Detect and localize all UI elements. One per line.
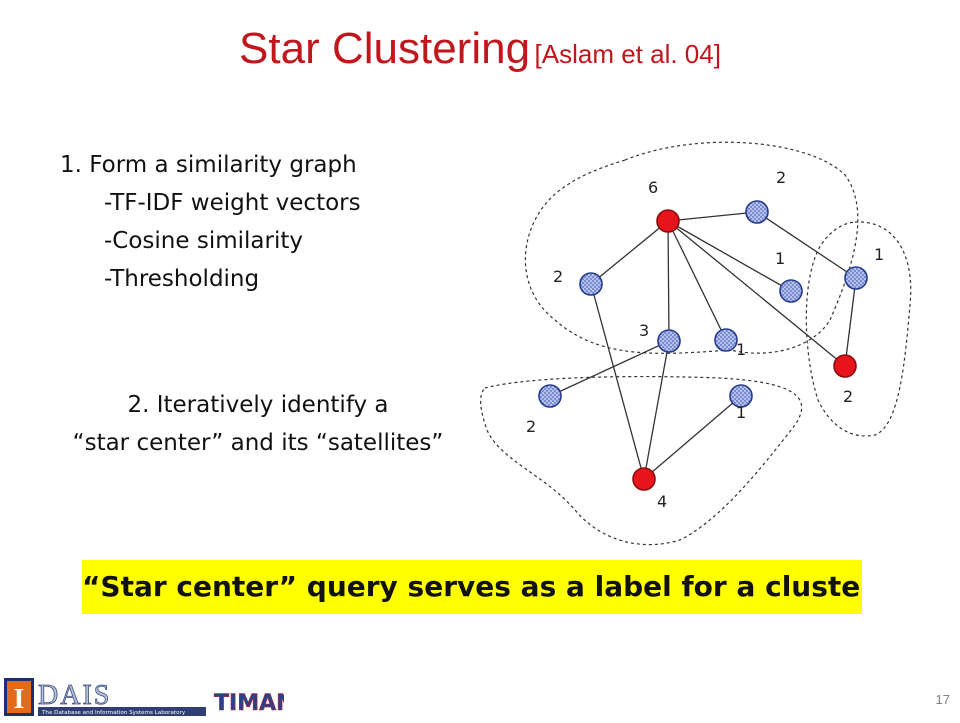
degree-label-n10: 1 bbox=[736, 403, 746, 422]
svg-text:TIMAN: TIMAN bbox=[214, 691, 284, 716]
svg-text:DAIS: DAIS bbox=[38, 680, 111, 711]
edge-n10-c3 bbox=[643, 395, 742, 480]
svg-text:I: I bbox=[14, 684, 25, 715]
star-center-node-c3 bbox=[632, 467, 656, 491]
graph-edges bbox=[549, 211, 857, 480]
title-citation: [Aslam et al. 04] bbox=[534, 39, 721, 69]
satellite-node-n9 bbox=[538, 384, 562, 408]
degree-label-c2: 2 bbox=[843, 387, 853, 406]
edge-n5-n9 bbox=[549, 340, 670, 397]
degree-label-n2: 2 bbox=[776, 168, 786, 187]
step-2-line-1: 2. Iteratively identify a bbox=[127, 392, 389, 418]
dais-logo: DAIS The Database and Information System… bbox=[36, 678, 208, 718]
degree-label-c3: 4 bbox=[657, 492, 667, 511]
satellite-node-n2 bbox=[745, 200, 769, 224]
step-1-heading: 1. Form a similarity graph bbox=[60, 152, 357, 178]
degree-label-n5: 3 bbox=[639, 321, 649, 340]
satellite-node-n5 bbox=[657, 329, 681, 353]
edge-n3-c3 bbox=[590, 283, 645, 480]
degree-label-n4: 1 bbox=[775, 249, 785, 268]
step-2-block: 2. Iteratively identify a “star center” … bbox=[48, 386, 468, 462]
edge-n7-c2 bbox=[844, 277, 857, 367]
svg-text:The Database and Information S: The Database and Information Systems Lab… bbox=[41, 710, 186, 716]
degree-label-n6: 1 bbox=[736, 340, 746, 359]
degree-label-c1: 6 bbox=[648, 178, 658, 197]
step-1-block: 1. Form a similarity graph -TF-IDF weigh… bbox=[60, 146, 361, 298]
satellite-node-n4 bbox=[779, 279, 803, 303]
star-center-node-c1 bbox=[656, 209, 680, 233]
edge-c1-n3 bbox=[590, 220, 669, 285]
edge-n2-n7 bbox=[756, 211, 857, 279]
edge-c1-n5 bbox=[667, 220, 670, 342]
cluster-2-boundary bbox=[805, 221, 912, 437]
cluster-1-boundary bbox=[524, 141, 859, 354]
edge-c1-n6 bbox=[667, 220, 727, 341]
conclusion-banner: “Star center” query serves as a label fo… bbox=[82, 560, 862, 614]
cluster-3-boundary bbox=[480, 375, 803, 546]
degree-label-n7: 1 bbox=[874, 245, 884, 264]
degree-label-n3: 2 bbox=[553, 267, 563, 286]
illinois-logo: I bbox=[4, 678, 34, 716]
graph-nodes bbox=[538, 200, 868, 491]
page-number: 17 bbox=[935, 692, 950, 707]
edge-n5-c3 bbox=[643, 340, 670, 480]
title-main: Star Clustering bbox=[239, 24, 531, 73]
degree-label-n9: 2 bbox=[526, 417, 536, 436]
step-1-item-tfidf: -TF-IDF weight vectors bbox=[104, 190, 361, 216]
step-2-line-2: “star center” and its “satellites” bbox=[72, 430, 444, 456]
satellite-node-n10 bbox=[729, 384, 753, 408]
satellite-node-n7 bbox=[844, 266, 868, 290]
slide-title: Star Clustering [Aslam et al. 04] bbox=[0, 24, 960, 74]
satellite-node-n3 bbox=[579, 272, 603, 296]
step-1-item-threshold: -Thresholding bbox=[104, 266, 260, 292]
edge-c1-n4 bbox=[667, 220, 792, 292]
timan-logo: TIMAN bbox=[212, 678, 295, 718]
satellite-node-n6 bbox=[714, 328, 738, 352]
degree-labels: 6 2 2 1 3 1 1 2 2 1 4 bbox=[526, 168, 884, 511]
edge-c1-n2 bbox=[667, 211, 758, 222]
star-center-node-c2 bbox=[833, 354, 857, 378]
edge-c1-c2 bbox=[667, 220, 846, 367]
step-1-item-cosine: -Cosine similarity bbox=[104, 228, 303, 254]
